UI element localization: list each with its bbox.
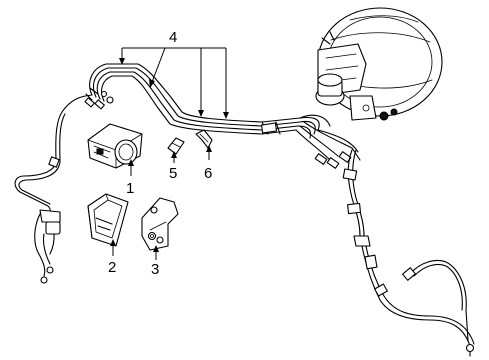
line-clip	[167, 137, 185, 155]
left-front-brake-hose	[14, 111, 66, 284]
abs-bracket	[87, 193, 129, 247]
brake-booster-assembly	[315, 7, 443, 121]
brake-line-bundle	[61, 63, 361, 169]
right-front-brake-hose	[342, 149, 475, 357]
callout-2-label: 2	[108, 259, 116, 276]
callout-6: 6	[204, 145, 212, 182]
callout-2: 2	[108, 239, 116, 276]
callout-6-label: 6	[204, 165, 212, 182]
callout-5-label: 5	[169, 165, 177, 182]
callout-1: 1	[126, 159, 134, 197]
mounting-bracket	[141, 197, 179, 251]
callout-1-label: 1	[126, 180, 134, 197]
callout-3: 3	[151, 245, 159, 278]
callout-4: 4	[119, 29, 229, 119]
callout-3-label: 3	[151, 261, 159, 278]
callout-5: 5	[169, 151, 177, 182]
abs-modulator	[87, 123, 143, 169]
callout-4-label: 4	[169, 29, 177, 46]
retaining-clip	[195, 129, 213, 149]
